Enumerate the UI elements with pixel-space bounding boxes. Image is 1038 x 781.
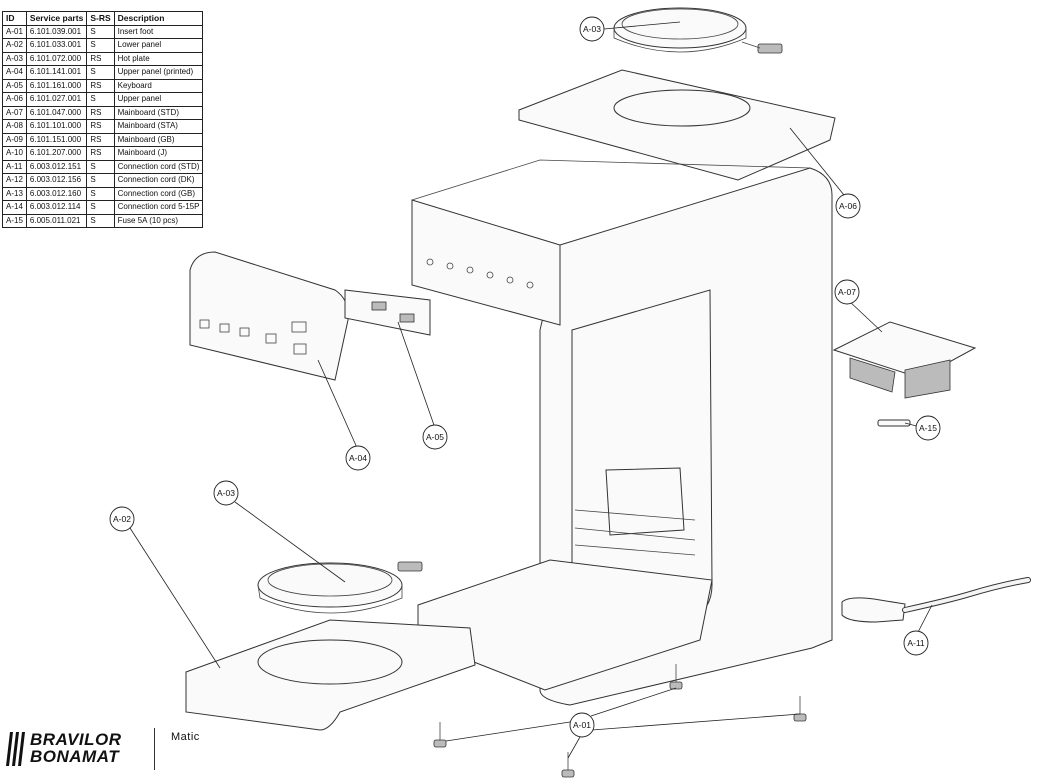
callout-a04: A-04 [345, 445, 371, 471]
cell-s-rs: S [86, 65, 115, 80]
callout-a03-bottom: A-03 [213, 480, 239, 506]
svg-text:A-04: A-04 [349, 453, 367, 463]
svg-text:A-01: A-01 [573, 720, 591, 730]
upper-panel-top [518, 69, 836, 181]
callout-a07: A-07 [834, 279, 860, 305]
brand-name-line-2: BONAMAT [30, 747, 120, 766]
cell-s-rs: RS [86, 105, 115, 120]
cell-s-rs: RS [86, 119, 115, 134]
svg-text:A-15: A-15 [919, 423, 937, 433]
main-housing [411, 159, 833, 706]
hot-plate-top [613, 7, 783, 54]
insert-feet [433, 664, 807, 778]
callout-a11: A-11 [903, 630, 929, 656]
cell-s-rs: S [86, 173, 115, 188]
svg-text:A-11: A-11 [907, 638, 925, 648]
lower-panel [185, 619, 476, 731]
cell-description: Keyboard [113, 78, 204, 93]
cell-s-rs: S [86, 24, 115, 39]
callout-a03-top: A-03 [579, 16, 605, 42]
hot-plate-bottom [257, 561, 423, 614]
svg-text:A-05: A-05 [426, 432, 444, 442]
connection-cord [841, 577, 1031, 623]
fuse [877, 419, 911, 427]
callout-a15: A-15 [915, 415, 941, 441]
cell-description: Insert foot [113, 24, 204, 39]
cell-service-part: 6.101.039.001 [25, 24, 88, 39]
brand-name-line-1: BRAVILOR [30, 730, 122, 749]
mainboard [832, 321, 977, 399]
keyboard-pcb [344, 289, 431, 336]
callout-a06: A-06 [835, 193, 861, 219]
leader-lines [129, 21, 933, 759]
svg-text:A-02: A-02 [113, 514, 131, 524]
logo-stripes-icon [6, 732, 25, 766]
svg-text:A-06: A-06 [839, 201, 857, 211]
svg-text:A-07: A-07 [838, 287, 856, 297]
brand-divider [154, 728, 155, 770]
svg-text:A-03: A-03 [583, 24, 601, 34]
cell-service-part: 6.005.011.021 [25, 213, 88, 228]
cell-s-rs: RS [86, 78, 115, 93]
cell-id: A-15 [2, 213, 27, 228]
model-name: Matic [171, 731, 200, 743]
svg-text:A-03: A-03 [217, 488, 235, 498]
cell-s-rs: S [86, 38, 115, 53]
callout-a01: A-01 [569, 712, 595, 738]
callout-a05: A-05 [422, 424, 448, 450]
brand-logo: BRAVILOR BONAMAT Matic [6, 728, 216, 772]
cell-s-rs: S [86, 213, 115, 228]
cell-description: Lower panel [113, 38, 204, 53]
table-header-row: ID Service parts S-RS Description [2, 11, 204, 26]
cell-description: Fuse 5A (10 pcs) [113, 213, 204, 228]
callout-a02: A-02 [109, 506, 135, 532]
upper-panel-printed [189, 251, 349, 381]
